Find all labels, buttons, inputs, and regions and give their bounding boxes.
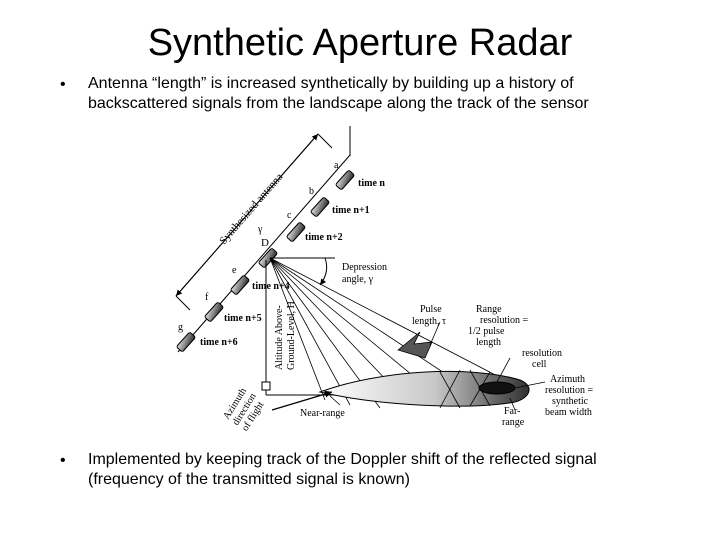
azimuth-direction-arrow: [271, 390, 333, 411]
antenna-a: [335, 170, 355, 190]
depression-angle-arc: [319, 257, 328, 286]
pulse-arrow: [397, 331, 433, 359]
bullet-marker: •: [60, 452, 66, 469]
resolution-cell: [478, 381, 516, 395]
antenna-e: [230, 275, 250, 295]
range-resolution-label: Range resolution = 1/2 pulse length: [468, 304, 531, 348]
far-range-label: Far- range: [502, 406, 525, 428]
point-label-b: b: [309, 186, 314, 197]
bullet-marker: •: [60, 76, 66, 93]
point-label-f: f: [205, 292, 209, 303]
point-label-a: a: [334, 160, 339, 171]
antenna-f: [204, 302, 224, 322]
time-label-n: time n: [358, 178, 385, 189]
point-label-e: e: [232, 265, 237, 276]
bullet-text-synthetic-length: Antenna “length” is increased synthetica…: [88, 75, 589, 112]
time-label-n1: time n+1: [332, 205, 370, 216]
antenna-b: [310, 197, 330, 217]
point-label-d: D: [261, 237, 269, 249]
altitude-label: Altitude Above- Ground-Level, H: [274, 301, 297, 370]
time-label-n2: time n+2: [305, 232, 343, 243]
bullet-text-doppler: Implemented by keeping track of the Dopp…: [88, 451, 597, 488]
depression-angle-label: Depression angle, γ: [342, 262, 390, 285]
resolution-cell-label: resolution cell: [522, 348, 565, 370]
pulse-length-label: Pulse length, τ: [412, 304, 446, 327]
azimuth-resolution-label: Azimuth resolution = synthetic beam widt…: [545, 374, 596, 418]
time-label-n5: time n+5: [224, 313, 262, 324]
ground-swath: [318, 370, 530, 407]
time-label-n4: time n+4: [252, 281, 290, 292]
near-range-label: Near-range: [300, 408, 345, 419]
nadir-marker: [261, 381, 271, 391]
gamma-symbol: γ: [257, 224, 263, 235]
antenna-positions: [176, 170, 355, 352]
antenna-g: [176, 332, 196, 352]
point-label-g: g: [178, 322, 183, 333]
synthesized-antenna-label: Synthesized antenna: [217, 171, 285, 247]
slide-title: Synthetic Aperture Radar: [147, 22, 573, 64]
point-label-c: c: [287, 210, 292, 221]
azimuth-direction-label: Azimuth direction of flight: [221, 383, 269, 433]
antenna-c: [286, 222, 306, 242]
radar-beam-rays: [269, 257, 506, 409]
callout-lines: [329, 321, 546, 411]
time-label-n6: time n+6: [200, 337, 238, 348]
